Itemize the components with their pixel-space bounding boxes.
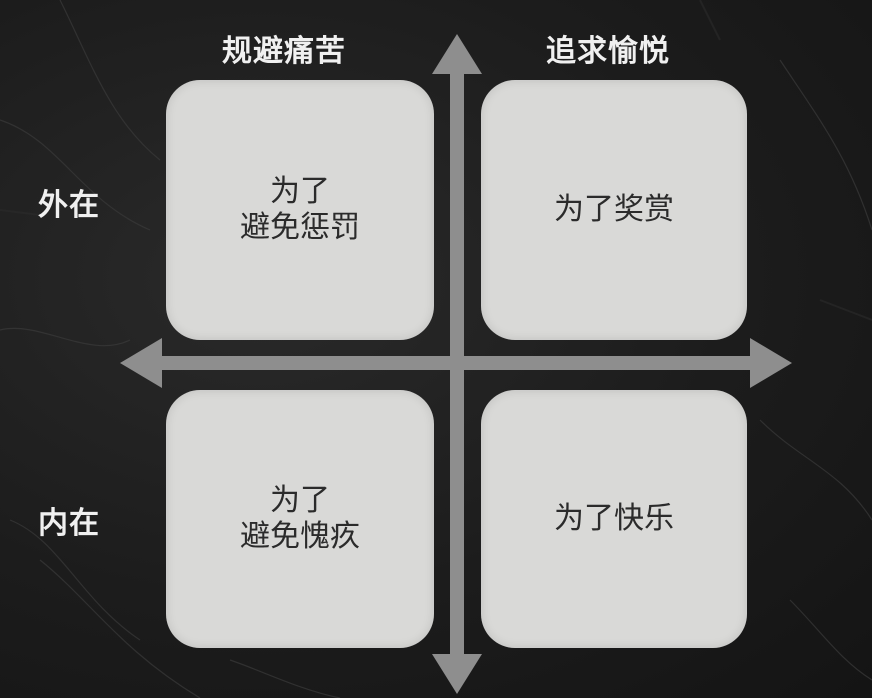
row-header-external: 外在 xyxy=(38,188,100,223)
row-header-internal: 内在 xyxy=(38,506,100,541)
quadrant-external-seek-pleasure: 为了奖赏 xyxy=(481,80,747,340)
column-header-seek-pleasure: 追求愉悦 xyxy=(546,34,670,69)
up-arrow-icon xyxy=(432,34,482,74)
quadrant-label: 为了快乐 xyxy=(554,501,674,536)
quadrant-external-avoid-pain: 为了 避免惩罚 xyxy=(166,80,434,340)
quadrant-internal-avoid-pain: 为了 避免愧疚 xyxy=(166,390,434,648)
left-arrow-icon xyxy=(120,338,162,388)
quadrant-internal-seek-pleasure: 为了快乐 xyxy=(481,390,747,648)
vertical-axis xyxy=(450,62,464,668)
quadrant-label: 为了 避免愧疚 xyxy=(240,483,360,554)
column-header-avoid-pain: 规避痛苦 xyxy=(222,34,346,69)
right-arrow-icon xyxy=(750,338,792,388)
quadrant-label: 为了奖赏 xyxy=(554,192,674,227)
quadrant-label: 为了 避免惩罚 xyxy=(240,174,360,245)
down-arrow-icon xyxy=(432,654,482,694)
